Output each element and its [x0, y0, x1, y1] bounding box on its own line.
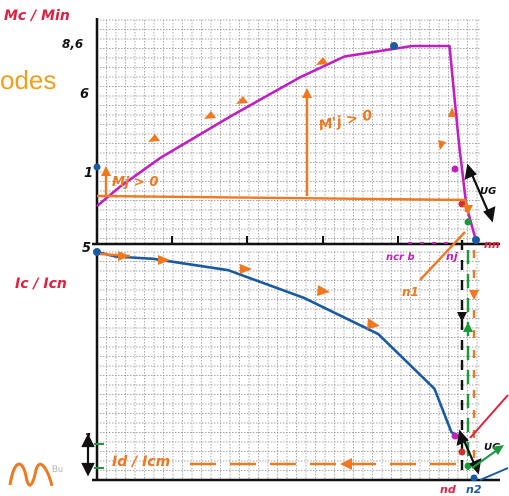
- red-rising-line: [469, 394, 509, 439]
- xlabel-nn: nn: [484, 238, 500, 251]
- top-grid: [96, 19, 480, 244]
- n1-pointer: [419, 231, 466, 281]
- current-start-orange: [99, 252, 131, 258]
- current-start-point: [93, 248, 101, 256]
- left-green-ticks: [94, 443, 104, 469]
- ug-label-top: UG: [480, 186, 496, 197]
- overlay-text: odes: [0, 65, 57, 95]
- xlabel-n2: n2: [466, 483, 482, 496]
- projection-arrowheads: [457, 290, 479, 332]
- torque-peak-point: [390, 42, 398, 50]
- xlabel-nj: nj: [446, 250, 458, 263]
- xlabel-nd: nd: [440, 483, 456, 496]
- torque-direction-arrows: [148, 57, 456, 150]
- torque-curve: [96, 44, 478, 241]
- watermark-text: Bu: [52, 464, 63, 474]
- torque-point-1: [451, 165, 459, 173]
- left-bracket: [81, 433, 95, 477]
- ug-label-bottom: UG: [484, 442, 500, 453]
- top-ylabel: Mc / Min: [4, 8, 70, 24]
- current-point-1: [451, 432, 459, 440]
- torque-start-point: [93, 163, 101, 171]
- y-tick-8-6: 8,6: [62, 37, 83, 51]
- xlabel-ncrb: ncr b: [386, 252, 415, 263]
- mj-annotation: Mj > 0: [112, 175, 158, 190]
- mj-arrowheads: [101, 88, 473, 215]
- current-point-3: [464, 462, 472, 470]
- top-x-ticks: [171, 236, 399, 244]
- green-rising-arrowhead: [492, 445, 504, 455]
- torque-end-point: [472, 236, 480, 244]
- return-arrowhead: [340, 458, 352, 470]
- torque-point-3: [464, 218, 472, 226]
- bottom-grid: [96, 251, 480, 481]
- current-point-2: [458, 448, 466, 456]
- bottom-ylabel: Ic / Icn: [15, 276, 67, 292]
- y-tick-1: 1: [84, 166, 93, 181]
- y-tick-6: 6: [80, 87, 89, 102]
- xlabel-n1: n1: [402, 285, 419, 299]
- current-direction-arrows: [118, 251, 380, 329]
- scribble-mark: [8, 462, 54, 487]
- ug-arrow-top: [464, 163, 496, 223]
- current-curve: [96, 250, 456, 436]
- y-tick-5: 5: [82, 241, 91, 256]
- blue-rising-line: [479, 467, 509, 481]
- mj-prime-annotation: M'j > 0: [317, 107, 374, 134]
- current-end-point: [470, 474, 478, 482]
- ratio-annotation: Id / Icm: [112, 454, 170, 470]
